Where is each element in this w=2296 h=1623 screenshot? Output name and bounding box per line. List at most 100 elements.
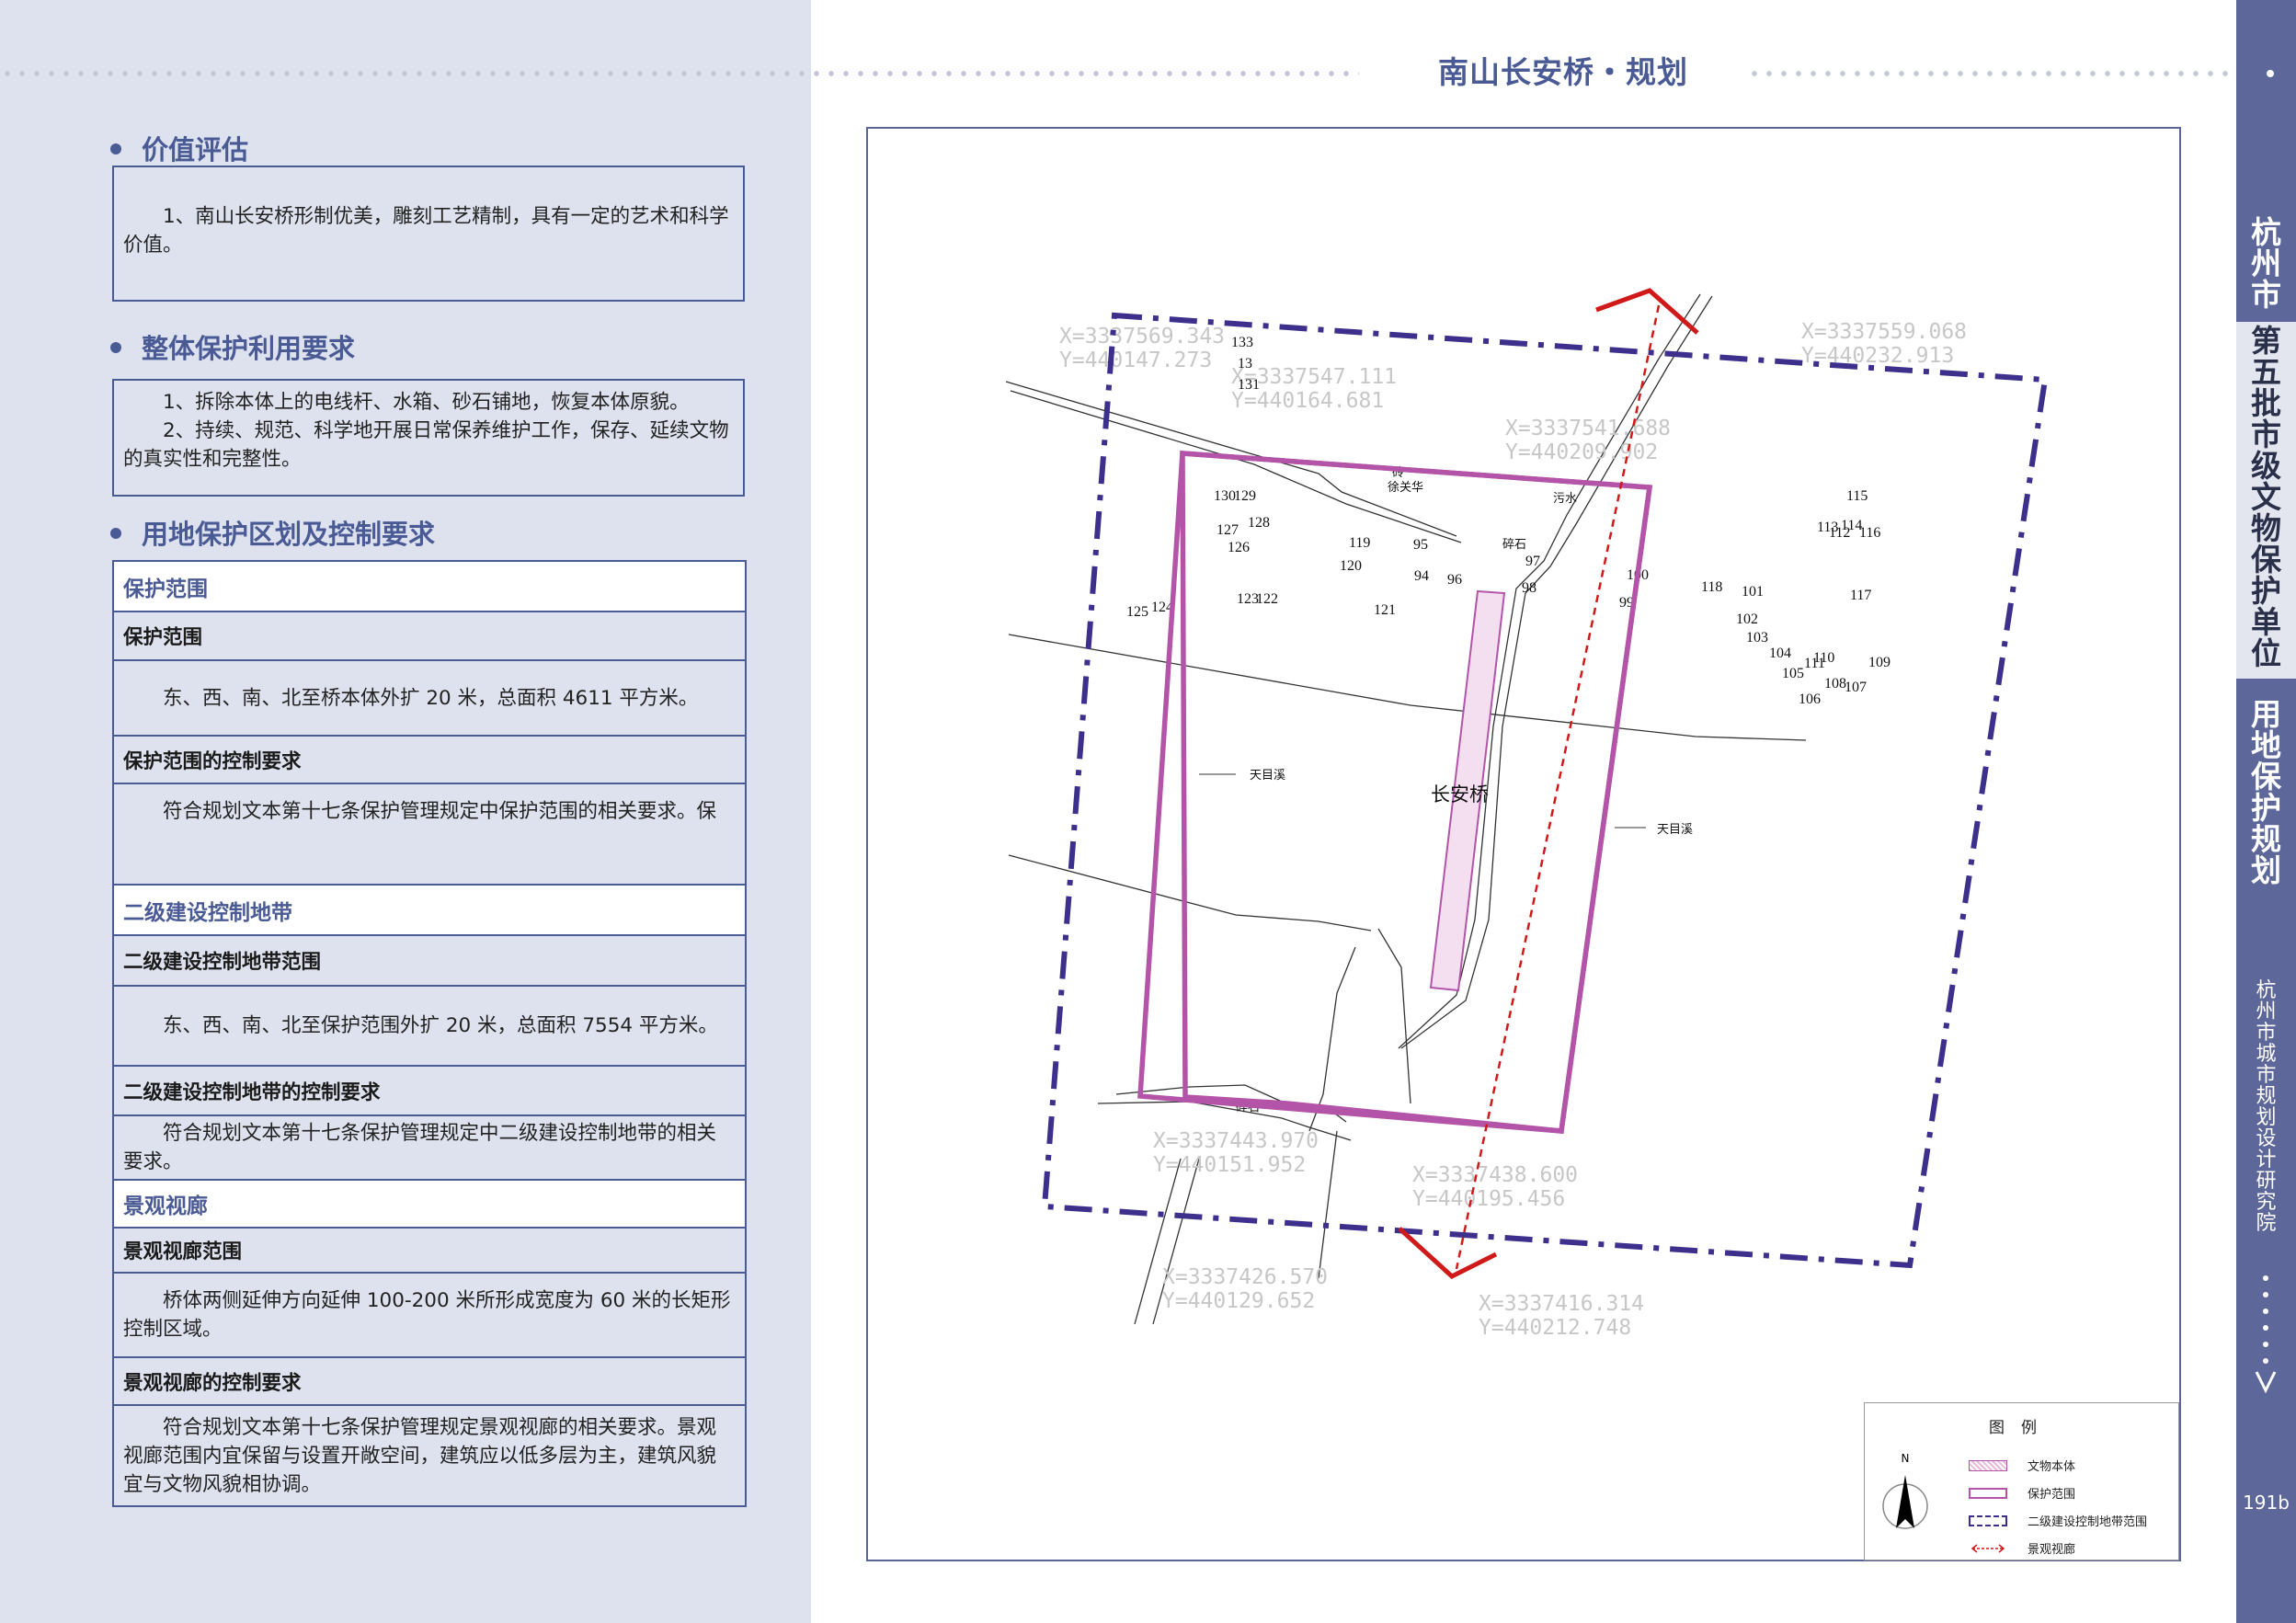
section-title-landuse: 用地保护区划及控制要求 — [110, 513, 435, 552]
coord-4-y: Y=440232.913 — [1801, 344, 1954, 368]
svg-text:131: 131 — [1238, 377, 1260, 393]
svg-text:124: 124 — [1151, 600, 1173, 615]
table-row: 东、西、南、北至保护范围外扩 20 米，总面积 7554 平方米。 — [114, 987, 745, 1067]
svg-text:125: 125 — [1126, 604, 1148, 620]
coord-2-y: Y=440164.681 — [1231, 389, 1384, 413]
north-arrow-icon: N — [1882, 1452, 1928, 1529]
coord-4-x: X=3337559.068 — [1801, 320, 1967, 344]
svg-text:95: 95 — [1413, 537, 1428, 553]
svg-text:126: 126 — [1228, 540, 1250, 555]
protection-box: 1、拆除本体上的电线杆、水箱、砂石铺地，恢复本体原貌。 2、持续、规范、科学地开… — [112, 379, 745, 497]
svg-text:133: 133 — [1231, 335, 1253, 350]
protection-zone-outline — [1137, 451, 1653, 1134]
svg-text:94: 94 — [1414, 568, 1429, 584]
value-box: 1、南山长安桥形制优美，雕刻工艺精制，具有一定的艺术和科学价值。 — [112, 166, 745, 302]
gravel-label-1: 碎石 — [1502, 538, 1526, 552]
protection-line-2: 2、持续、规范、科学地开展日常保养维护工作，保存、延续文物的真实性和完整性。 — [123, 419, 729, 471]
table-row: 二级建设控制地带的控制要求 — [114, 1067, 745, 1116]
stream-label-east: 天目溪 — [1657, 823, 1693, 837]
sidebar-arrow-icon — [2255, 1275, 2277, 1394]
coord-7-y: Y=440129.652 — [1162, 1289, 1315, 1313]
svg-text:106: 106 — [1799, 691, 1821, 707]
sidebar-institute: 杭州市城市规划设计研究院 — [2256, 979, 2277, 1235]
control-table: 保护范围 保护范围 东、西、南、北至桥本体外扩 20 米，总面积 4611 平方… — [112, 560, 747, 1507]
section-title-protection: 整体保护利用要求 — [110, 327, 355, 366]
survey-numbers: 133 13 131 130 129 128 127 126 125 124 1… — [1126, 335, 1890, 707]
svg-text:105: 105 — [1782, 666, 1804, 681]
svg-text:116: 116 — [1859, 525, 1880, 541]
table-row: 保护范围 — [114, 612, 745, 661]
svg-text:112: 112 — [1829, 525, 1850, 541]
svg-text:121: 121 — [1374, 602, 1396, 618]
coord-8-y: Y=440212.748 — [1479, 1316, 1631, 1340]
page-number: 191b — [2243, 1492, 2290, 1514]
svg-text:120: 120 — [1340, 558, 1362, 574]
svg-text:104: 104 — [1769, 646, 1791, 661]
coord-3-x: X=3337541.688 — [1505, 417, 1671, 440]
svg-text:117: 117 — [1850, 588, 1871, 603]
bullet-icon — [110, 528, 121, 539]
coord-1-x: X=3337569.343 — [1059, 325, 1225, 349]
coord-labels: X=3337569.343 Y=440147.273 X=3337547.111… — [1059, 320, 1967, 1340]
bullet-icon — [110, 143, 121, 154]
stream-label-west: 天目溪 — [1250, 769, 1285, 783]
coord-6-y: Y=440195.456 — [1412, 1187, 1565, 1211]
road-lines — [1005, 293, 1807, 1325]
coord-3-y: Y=440209.902 — [1505, 440, 1658, 464]
table-row: 东、西、南、北至桥本体外扩 20 米，总面积 4611 平方米。 — [114, 661, 745, 737]
table-row: 景观视廊 — [114, 1181, 745, 1229]
legend-item-heritage: 文物本体 — [1969, 1457, 2075, 1474]
sidebar-highlight — [2236, 322, 2296, 679]
legend-item-protection: 保护范围 — [1969, 1484, 2075, 1502]
legend-item-corridor: 景观视廊 — [1969, 1539, 2075, 1557]
coord-5-x: X=3337443.970 — [1153, 1129, 1319, 1153]
corridor-arrow-south — [1398, 1227, 1498, 1280]
svg-text:127: 127 — [1217, 522, 1239, 538]
coord-5-y: Y=440151.952 — [1153, 1153, 1306, 1177]
sidebar-batch: 第五批市级文物保护单位 — [2251, 323, 2281, 671]
svg-text:108: 108 — [1824, 676, 1846, 691]
table-row: 符合规划文本第十七条保护管理规定中保护范围的相关要求。保 — [114, 784, 745, 886]
legend-item-control: 二级建设控制地带范围 — [1969, 1512, 2147, 1529]
coord-7-x: X=3337426.570 — [1162, 1265, 1328, 1289]
svg-text:130: 130 — [1214, 488, 1236, 504]
svg-text:98: 98 — [1522, 580, 1536, 596]
svg-text:129: 129 — [1234, 488, 1256, 504]
table-row: 符合规划文本第十七条保护管理规定中二级建设控制地带的相关要求。 — [114, 1116, 745, 1181]
coord-2-x: X=3337547.111 — [1231, 365, 1397, 389]
svg-text:118: 118 — [1701, 579, 1722, 595]
stream-arrows — [1199, 773, 1646, 829]
svg-text:污水: 污水 — [1553, 492, 1577, 506]
legend-swatch-control — [1969, 1514, 2007, 1526]
svg-text:102: 102 — [1736, 611, 1758, 627]
protection-line-1: 1、拆除本体上的电线杆、水箱、砂石铺地，恢复本体原貌。 — [163, 391, 690, 414]
header-dots-right — [1747, 70, 2233, 77]
bridge-body — [1429, 589, 1506, 992]
svg-text:96: 96 — [1447, 572, 1462, 588]
protection-zone-boundary — [1180, 451, 1653, 1135]
svg-text:13: 13 — [1238, 356, 1252, 371]
table-row: 符合规划文本第十七条保护管理规定景观视廊的相关要求。景观视廊范围内宜保留与设置开… — [123, 1415, 717, 1496]
corridor-arrow-north — [1595, 288, 1699, 335]
north-label: N — [1902, 1452, 1910, 1465]
coord-8-x: X=3337416.314 — [1479, 1292, 1644, 1316]
svg-text:113: 113 — [1817, 520, 1838, 535]
legend-title: 图例 — [1989, 1419, 2053, 1437]
bullet-icon — [110, 342, 121, 353]
table-row: 景观视廊范围 — [114, 1229, 745, 1274]
svg-text:122: 122 — [1256, 591, 1278, 607]
legend-swatch-heritage — [1969, 1459, 2007, 1471]
svg-text:119: 119 — [1349, 535, 1370, 551]
table-row: 景观视廊的控制要求 — [114, 1358, 745, 1406]
map-legend: 图例 N 文物本体 保护范围 二级建设控制地带范围 景观视廊 — [1864, 1402, 2179, 1560]
table-row: 二级建设控制地带 — [114, 886, 745, 936]
svg-text:徐关华: 徐关华 — [1388, 481, 1423, 495]
svg-text:114: 114 — [1841, 518, 1862, 533]
control-zone-boundary — [1041, 312, 2049, 1269]
coord-1-y: Y=440147.273 — [1059, 349, 1212, 372]
sidebar-topic: 用地保护规划 — [2251, 696, 2281, 888]
map-drawing: X=3337569.343 Y=440147.273 X=3337547.111… — [1005, 288, 2049, 1340]
table-row: 保护范围 — [114, 562, 745, 612]
sidebar-city: 杭州市 — [2251, 214, 2281, 313]
sidebar-dot-icon — [2267, 70, 2274, 77]
